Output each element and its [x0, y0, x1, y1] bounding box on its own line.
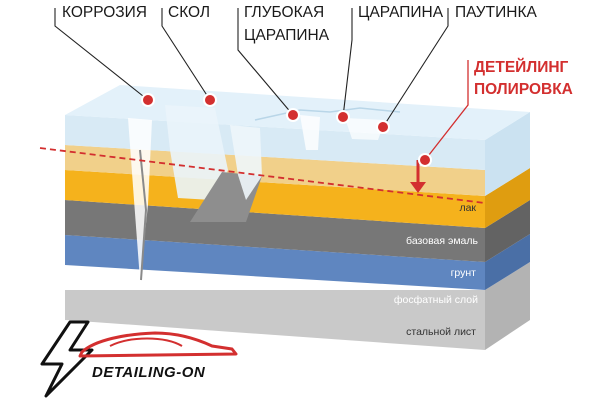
- deep-scratch-marker-icon: [286, 108, 300, 122]
- polish-level-line: [39, 147, 486, 204]
- chip-marker-icon: [203, 93, 217, 107]
- lightning-bolt-icon: [40, 320, 94, 398]
- callout-polish-line1: ДЕТЕЙЛИНГ: [474, 58, 569, 76]
- callout-chip: СКОЛ: [168, 4, 210, 21]
- clear-coat-lower-front: [65, 145, 485, 196]
- callout-corrosion: КОРРОЗИЯ: [62, 4, 147, 21]
- scratch-groove: [300, 115, 320, 150]
- base-enamel-layer-side: [485, 168, 530, 228]
- spiderweb-groove: [345, 118, 385, 140]
- detailing-on-logo: DETAILING-ON: [40, 320, 238, 398]
- layer-label-base-enamel: базовая эмаль: [406, 235, 478, 247]
- defects: [128, 105, 401, 281]
- layer-label-steel: стальной лист: [406, 326, 476, 338]
- callout-deep-scratch-line1: ГЛУБОКАЯ: [244, 4, 324, 21]
- primer-layer-front: [65, 200, 485, 262]
- base-enamel-layer-front: [65, 170, 485, 228]
- polish-leader: [424, 60, 469, 161]
- polish-marker-icon: [418, 153, 432, 167]
- callout-scratch: ЦАРАПИНА: [358, 4, 444, 21]
- logo-text: DETAILING-ON: [92, 364, 206, 381]
- phosphate-layer-side: [485, 234, 530, 290]
- steel-layer-side: [485, 262, 530, 350]
- steel-layer-front: [65, 290, 485, 350]
- callout-deep-scratch-line2: ЦАРАПИНА: [244, 27, 330, 44]
- deep-scratch-wall: [230, 125, 262, 200]
- callout-leaders: [54, 8, 449, 128]
- scratch-marker-icon: [336, 110, 350, 124]
- chip-cavity: [165, 105, 228, 200]
- corrosion-crack: [128, 118, 152, 280]
- layer-label-primer: грунт: [451, 267, 477, 279]
- primer-layer-side: [485, 200, 530, 262]
- car-silhouette-icon: [78, 331, 238, 358]
- polish-arrow-head-icon: [410, 182, 426, 193]
- callout-dots: [141, 93, 432, 167]
- corrosion-marker-icon: [141, 93, 155, 107]
- layer-label-phosphate: фосфатный слой: [394, 294, 478, 306]
- callout-spiderweb: ПАУТИНКА: [455, 4, 537, 21]
- spiderweb-marker-icon: [376, 120, 390, 134]
- phosphate-layer-front: [65, 235, 485, 290]
- layer-label-clear-coat: лак: [459, 202, 476, 214]
- callout-polish-line2: ПОЛИРОВКА: [474, 81, 573, 98]
